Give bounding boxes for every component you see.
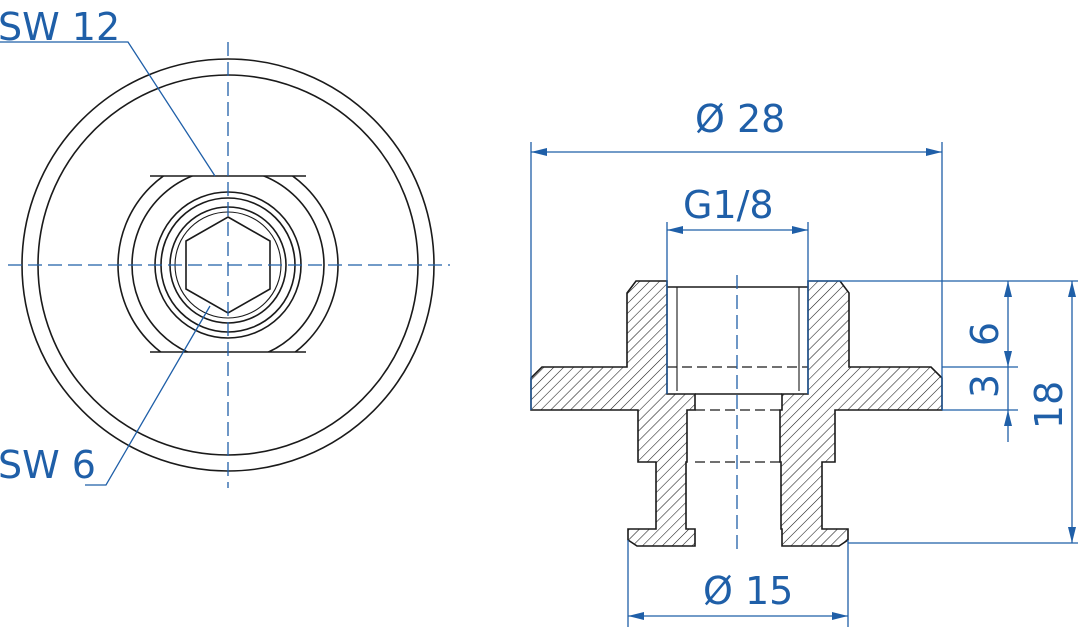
arrow-18-top [1068, 281, 1076, 297]
arrow-d15-left [628, 612, 644, 620]
label-sw6: SW 6 [0, 443, 96, 487]
front-view: SW 12 SW 6 [0, 5, 450, 488]
dim-text-6: 6 [963, 322, 1007, 346]
dim-text-g18: G1/8 [683, 183, 774, 227]
arrow-g18-left [667, 226, 683, 234]
dim-text-d15: Ø 15 [703, 569, 793, 613]
arrow-18-bottom [1068, 527, 1076, 543]
arrow-3-bottom [1004, 410, 1012, 426]
arrow-6-top [1004, 281, 1012, 297]
leader-sw12 [0, 41, 216, 177]
dim-text-3: 3 [963, 374, 1007, 398]
arrow-d15-right [832, 612, 848, 620]
arrow-d28-left [531, 148, 547, 156]
arrow-d28-right [926, 148, 942, 156]
arrow-6-bottom [1004, 351, 1012, 367]
label-sw12: SW 12 [0, 5, 120, 49]
section-wall-right [779, 280, 943, 547]
section-wall-left [530, 280, 696, 547]
dim-text-d28: Ø 28 [695, 97, 785, 141]
leader-sw6 [85, 305, 211, 486]
dim-text-18: 18 [1027, 381, 1071, 429]
arrow-g18-right [792, 226, 808, 234]
section-view: Ø 28 G1/8 Ø 15 6 3 18 [530, 97, 1078, 627]
